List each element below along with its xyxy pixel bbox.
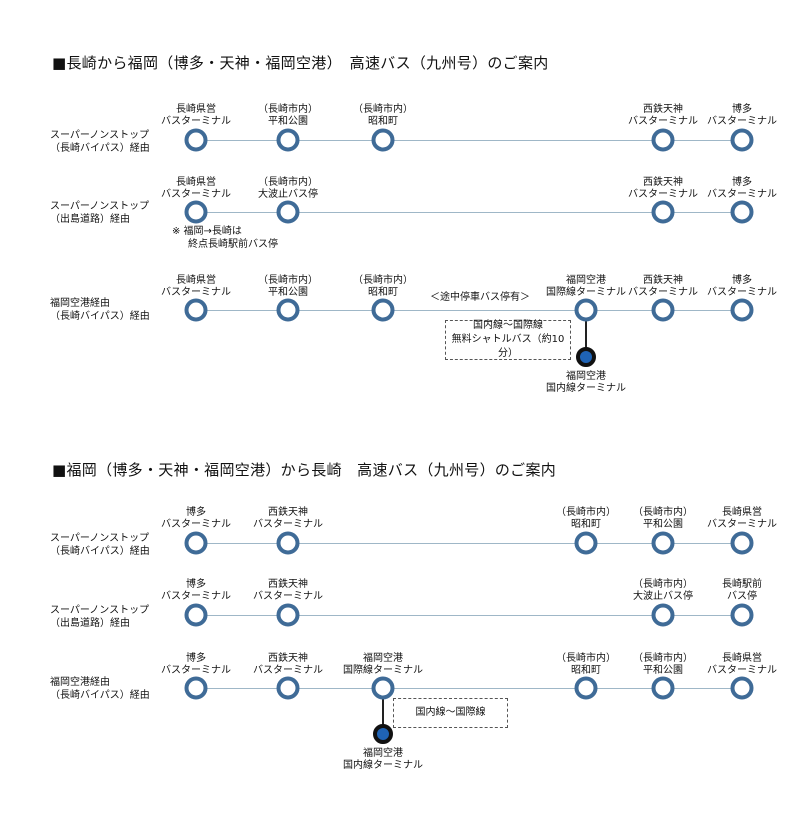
domestic-terminal-marker [576, 347, 596, 367]
stop-label: 長崎県営バスターミナル [161, 104, 231, 127]
bus-stop-marker [184, 531, 208, 555]
stop-label: 西鉄天神バスターミナル [628, 104, 698, 127]
transfer-connector [585, 310, 587, 358]
stop-label: 長崎県営バスターミナル [707, 653, 777, 676]
route-label-line: 福岡空港経由 [50, 298, 110, 309]
stop-label: （長崎市内）昭和町 [353, 104, 413, 127]
bus-stop-marker [184, 128, 208, 152]
route-label-line: （長崎バイパス）経由 [50, 690, 150, 701]
bus-stop-marker [276, 603, 300, 627]
route-label-line: 福岡空港経由 [50, 677, 110, 688]
bus-stop-marker [651, 200, 675, 224]
bus-stop-marker [184, 200, 208, 224]
route-label-line: （長崎バイパス）経由 [50, 143, 150, 154]
stop-label: 博多バスターミナル [161, 653, 231, 676]
stop-label: （長崎市内）昭和町 [556, 507, 616, 530]
bus-stop-marker [574, 676, 598, 700]
route-label-line: スーパーノンストップ [50, 201, 150, 212]
bus-stop-marker [371, 128, 395, 152]
bus-stop-marker [184, 676, 208, 700]
stop-label: 長崎県営バスターミナル [161, 275, 231, 298]
bus-stop-marker [730, 676, 754, 700]
bus-stop-marker [730, 200, 754, 224]
shuttle-info-box: 国内線～国際線 [393, 698, 508, 728]
stop-label: （長崎市内）平和公園 [633, 653, 693, 676]
stop-label: 博多バスターミナル [161, 507, 231, 530]
section1-title: ■長崎から福岡（博多・天神・福岡空港） 高速バス（九州号）のご案内 [52, 54, 549, 72]
route-label: 福岡空港経由 （長崎バイパス）経由 [50, 676, 150, 702]
route-note: ※ 福岡→長崎は 終点長崎駅前バス停 [172, 226, 278, 250]
bus-stop-marker [730, 603, 754, 627]
bus-stop-marker [184, 603, 208, 627]
stop-label: 博多バスターミナル [707, 177, 777, 200]
stop-label: 西鉄天神バスターミナル [628, 177, 698, 200]
stop-label: （長崎市内）大波止バス停 [258, 177, 318, 200]
stop-label: 長崎駅前バス停 [722, 579, 762, 602]
section2-title: ■福岡（博多・天神・福岡空港）から長崎 高速バス（九州号）のご案内 [52, 461, 557, 479]
domestic-terminal-marker [373, 724, 393, 744]
bus-stop-marker [651, 603, 675, 627]
route-label: スーパーノンストップ （長崎バイパス）経由 [50, 532, 150, 558]
stop-label: 博多バスターミナル [161, 579, 231, 602]
bus-stop-marker [276, 298, 300, 322]
route-line [196, 615, 742, 616]
bus-stop-marker [276, 200, 300, 224]
stop-label: （長崎市内）大波止バス停 [633, 579, 693, 602]
stop-label: （長崎市内）平和公園 [633, 507, 693, 530]
stop-label: 西鉄天神バスターミナル [253, 579, 323, 602]
bus-stop-marker [574, 298, 598, 322]
midway-stops-note: ＜途中停車バス停有＞ [430, 292, 530, 303]
route-label-line: スーパーノンストップ [50, 130, 150, 141]
route-label-line: スーパーノンストップ [50, 533, 150, 544]
route-line [196, 543, 742, 544]
bus-stop-marker [651, 531, 675, 555]
stop-label: 西鉄天神バスターミナル [628, 275, 698, 298]
stop-label: 西鉄天神バスターミナル [253, 507, 323, 530]
bus-stop-marker [651, 128, 675, 152]
bus-stop-marker [730, 128, 754, 152]
stop-label: 長崎県営バスターミナル [707, 507, 777, 530]
route-label: スーパーノンストップ （長崎バイパス）経由 [50, 129, 150, 155]
route-line [196, 140, 742, 141]
stop-label: 福岡空港国際線ターミナル [546, 275, 626, 298]
bus-stop-marker [730, 298, 754, 322]
domestic-terminal-label: 福岡空港国内線ターミナル [546, 371, 626, 394]
bus-stop-marker [276, 676, 300, 700]
route-label: スーパーノンストップ （出島道路）経由 [50, 200, 149, 226]
bus-stop-marker [371, 676, 395, 700]
route-line [196, 688, 742, 689]
stop-label: （長崎市内）平和公園 [258, 104, 318, 127]
route-line [196, 212, 742, 213]
route-label-line: （長崎バイパス）経由 [50, 546, 150, 557]
bus-stop-marker [651, 676, 675, 700]
route-label-line: （出島道路）経由 [50, 618, 130, 629]
route-label: スーパーノンストップ （出島道路）経由 [50, 604, 149, 630]
stop-label: （長崎市内）平和公園 [258, 275, 318, 298]
bus-stop-marker [574, 531, 598, 555]
bus-stop-marker [276, 531, 300, 555]
stop-label: 博多バスターミナル [707, 275, 777, 298]
shuttle-info-box: 国内線～国際線 無料シャトルバス（約10分） [445, 320, 571, 360]
stop-label: 博多バスターミナル [707, 104, 777, 127]
transfer-connector [382, 688, 384, 734]
bus-stop-marker [371, 298, 395, 322]
route-line [196, 310, 742, 311]
bus-stop-marker [276, 128, 300, 152]
stop-label: （長崎市内）昭和町 [556, 653, 616, 676]
bus-stop-marker [651, 298, 675, 322]
route-label: 福岡空港経由 （長崎バイパス）経由 [50, 297, 150, 323]
route-label-line: （長崎バイパス）経由 [50, 311, 150, 322]
stop-label: （長崎市内）昭和町 [353, 275, 413, 298]
route-label-line: スーパーノンストップ [50, 605, 150, 616]
bus-stop-marker [730, 531, 754, 555]
domestic-terminal-label: 福岡空港国内線ターミナル [343, 748, 423, 771]
stop-label: 長崎県営バスターミナル [161, 177, 231, 200]
bus-stop-marker [184, 298, 208, 322]
route-label-line: （出島道路）経由 [50, 214, 130, 225]
stop-label: 福岡空港国際線ターミナル [343, 653, 423, 676]
stop-label: 西鉄天神バスターミナル [253, 653, 323, 676]
